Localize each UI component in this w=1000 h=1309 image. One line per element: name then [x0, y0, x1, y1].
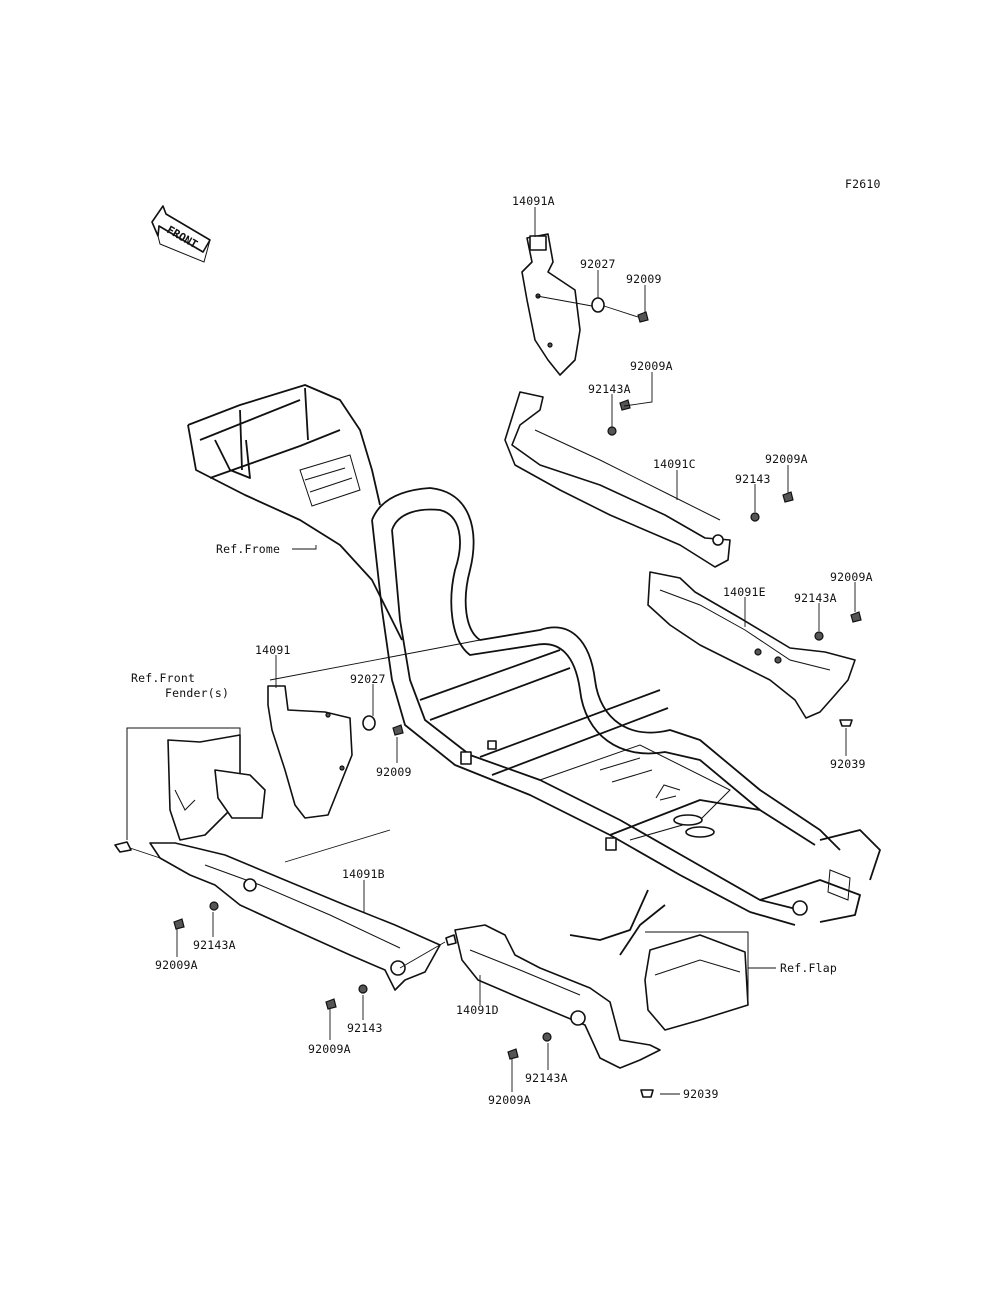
part-92143A-3 [209, 901, 219, 911]
label-14091: 14091 [255, 643, 291, 657]
label-14091A: 14091A [512, 194, 555, 208]
part-92009A-4 [173, 918, 185, 930]
label-14091E: 14091E [723, 585, 766, 599]
part-92039-right [839, 719, 853, 727]
part-92143-2 [358, 984, 368, 994]
label-92143A-4: 92143A [525, 1071, 568, 1085]
label-92009A-2: 92009A [765, 452, 808, 466]
label-92143-1: 92143 [735, 472, 771, 486]
label-ref-frame: Ref.Frome [216, 542, 281, 556]
part-92027-left [362, 715, 376, 731]
label-92009A-4: 92009A [155, 958, 198, 972]
part-92143A-1 [607, 426, 617, 436]
label-92009A-3: 92009A [830, 570, 873, 584]
label-92143A-3: 92143A [193, 938, 236, 952]
part-14091C [504, 391, 731, 568]
front-arrow-icon: FRONT [151, 205, 211, 263]
part-92009A-1 [619, 399, 631, 411]
label-92027-left: 92027 [350, 672, 386, 686]
leader-lines [129, 207, 856, 1095]
label-92009A-5: 92009A [308, 1042, 351, 1056]
label-92143-2: 92143 [347, 1021, 383, 1035]
label-14091D: 14091D [456, 1003, 499, 1017]
part-92009A-2 [782, 491, 794, 503]
part-92143A-2 [814, 631, 824, 641]
label-14091B: 14091B [342, 867, 385, 881]
label-14091C: 14091C [653, 457, 696, 471]
label-92143A-2: 92143A [794, 591, 837, 605]
label-92027-top: 92027 [580, 257, 616, 271]
part-92009-left [392, 724, 404, 736]
part-92143A-4 [542, 1032, 552, 1042]
part-92143-1 [750, 512, 760, 522]
part-92009A-3 [850, 611, 862, 623]
part-14091 [267, 685, 353, 819]
label-92009A-1: 92009A [630, 359, 673, 373]
label-ref-front-fender-1: Ref.Front [131, 671, 196, 685]
label-92009-left: 92009 [376, 765, 412, 779]
vehicle-frame [187, 384, 881, 926]
flap-reference [569, 889, 749, 1031]
part-92009-top [637, 311, 649, 323]
label-92039-right: 92039 [830, 757, 866, 771]
part-92009A-5 [325, 998, 337, 1010]
part-14091E [647, 571, 856, 719]
part-92027-top [591, 297, 605, 313]
part-14091D [445, 924, 661, 1069]
label-92143A-1: 92143A [588, 382, 631, 396]
label-92009A-6: 92009A [488, 1093, 531, 1107]
part-92009A-6 [507, 1048, 519, 1060]
front-fender-reference [126, 727, 266, 841]
label-92039-bottom: 92039 [683, 1087, 719, 1101]
part-14091A [521, 233, 581, 376]
label-ref-flap: Ref.Flap [780, 961, 837, 975]
label-92009-top: 92009 [626, 272, 662, 286]
label-ref-front-fender-2: Fender(s) [165, 686, 230, 700]
part-14091B [114, 841, 441, 991]
figure-code: F2610 [845, 177, 881, 191]
part-92039-bottom [640, 1089, 654, 1098]
